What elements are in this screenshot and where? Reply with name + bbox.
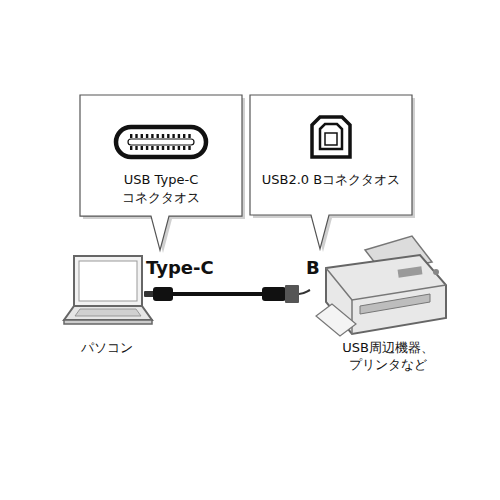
connector-caption: USB Type-C コネクタオス bbox=[88, 171, 234, 206]
device-label: USB周辺機器、プリンタなど bbox=[338, 340, 438, 374]
callout-box: USB Type-C コネクタオス bbox=[80, 95, 242, 216]
connector-icon bbox=[312, 117, 350, 157]
laptop-illustration bbox=[64, 256, 152, 324]
device-label: パソコン bbox=[62, 340, 152, 357]
callout-box: USB2.0 Bコネクタオス bbox=[250, 95, 412, 215]
printer-illustration bbox=[316, 236, 446, 336]
connector-caption: USB2.0 Bコネクタオス bbox=[258, 171, 404, 189]
connector-type-label: B bbox=[306, 256, 336, 279]
callout-outline bbox=[250, 95, 412, 215]
usb-cable bbox=[144, 285, 310, 303]
connector-type-label: Type-C bbox=[146, 256, 226, 279]
connector-icon bbox=[116, 127, 206, 157]
